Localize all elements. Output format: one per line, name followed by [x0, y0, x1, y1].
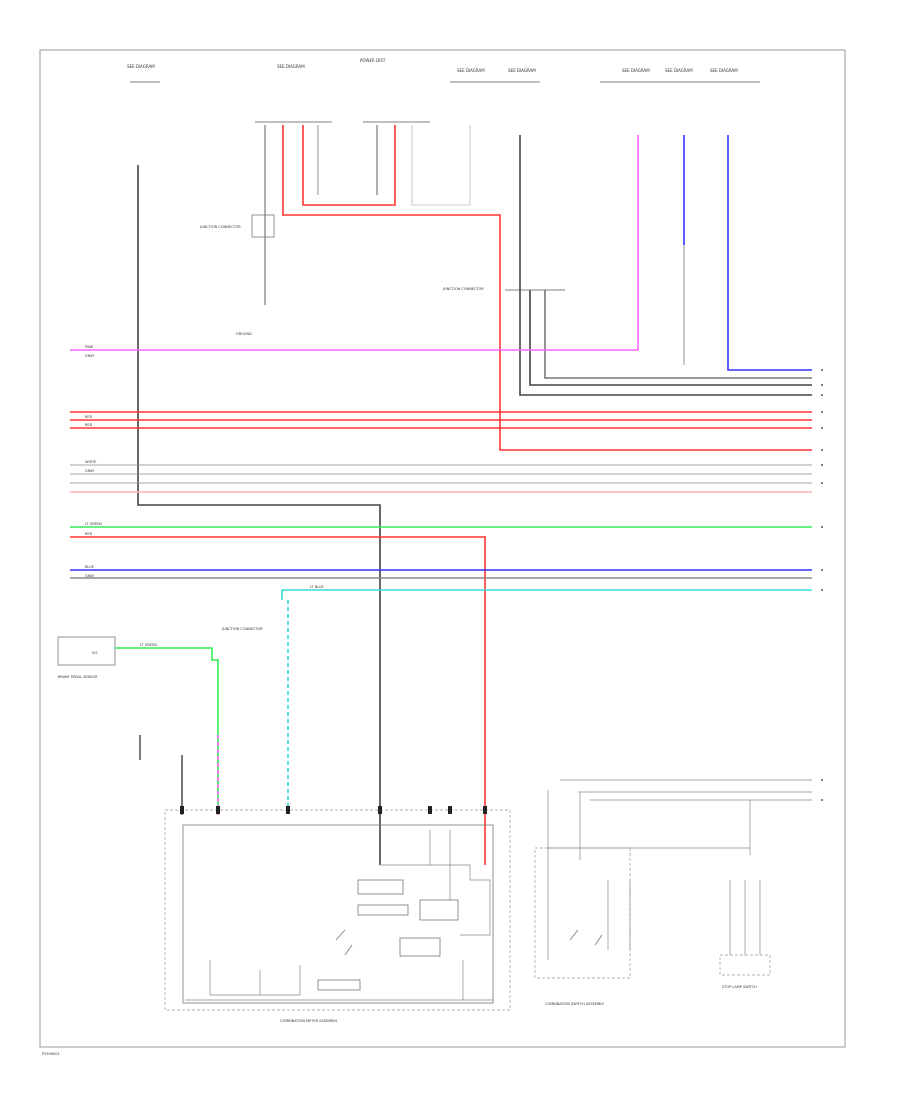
wire-tag-9: BLUE: [85, 565, 94, 569]
wire-red-upper: [282, 125, 812, 451]
junction-label-1: JUNCTION CONNECTOR: [199, 225, 241, 229]
wire-tag-3: RED: [85, 415, 93, 419]
junction-label-2: JUNCTION CONNECTOR: [442, 287, 484, 291]
wire-tag-8: RED: [85, 532, 93, 536]
wire-tag-1: PINK: [85, 345, 94, 349]
wire-black-left: [137, 165, 381, 865]
wire-tag-12: LT GREEN: [140, 643, 157, 647]
diagram-frame: [39, 49, 846, 1048]
top-label-6: SEE DIAGRAM: [622, 68, 650, 73]
wire-tag-6: GRAY: [85, 469, 95, 473]
top-label-5: SEE DIAGRAM: [508, 68, 536, 73]
meter-internals: [185, 830, 493, 1001]
top-vertical-wires: [70, 125, 812, 865]
top-label-7: SEE DIAGRAM: [665, 68, 693, 73]
top-connectors: [130, 81, 760, 123]
junction-box-1: [251, 214, 275, 238]
top-label-4: SEE DIAGRAM: [457, 68, 485, 73]
bus-wires: [70, 411, 812, 865]
top-labels: SEE DIAGRAM SEE DIAGRAM POWER DIST SEE D…: [127, 58, 738, 73]
right-terminals: [821, 369, 823, 801]
combination-meter-inner: [182, 824, 494, 1004]
combination-meter-box: [164, 809, 511, 1011]
wire-tag-4: RED: [85, 423, 93, 427]
wire-tag-10: GRAY: [85, 574, 95, 578]
combination-meter-label: COMBINATION METER ASSEMBLY: [280, 1019, 338, 1023]
top-label-2: SEE DIAGRAM: [277, 64, 305, 69]
wire-pink: [70, 135, 639, 351]
brake-box-label: BRAKE PEDAL SENSOR: [58, 675, 98, 679]
stop-lamp-switch-label: STOP LAMP SWITCH: [722, 985, 757, 989]
wire-tag-11: LT BLUE: [310, 585, 324, 589]
junction-label-3: JUNCTION CONNECTOR: [221, 627, 263, 631]
ground-label: GROUND: [236, 332, 252, 336]
top-label-8: SEE DIAGRAM: [710, 68, 738, 73]
stop-lamp-switch-box: [719, 954, 771, 976]
footer-code: P2500001: [42, 1052, 60, 1056]
meter-connectors: [180, 806, 487, 814]
wire-tags: PINK GRAY RED RED WHITE GRAY LT GREEN RE…: [85, 345, 324, 647]
brake-box-text: IG1: [92, 651, 98, 655]
right-switch-label: COMBINATION SWITCH ASSEMBLY: [545, 1002, 605, 1006]
wire-green-brake: [115, 647, 219, 815]
brake-sensor-box: [57, 636, 116, 666]
wire-tag-2: GRAY: [85, 354, 95, 358]
wire-tag-7: LT GREEN: [85, 522, 102, 526]
wire-tag-5: WHITE: [85, 460, 96, 464]
top-label-1: SEE DIAGRAM: [127, 64, 155, 69]
top-label-3: POWER DIST: [360, 58, 386, 63]
